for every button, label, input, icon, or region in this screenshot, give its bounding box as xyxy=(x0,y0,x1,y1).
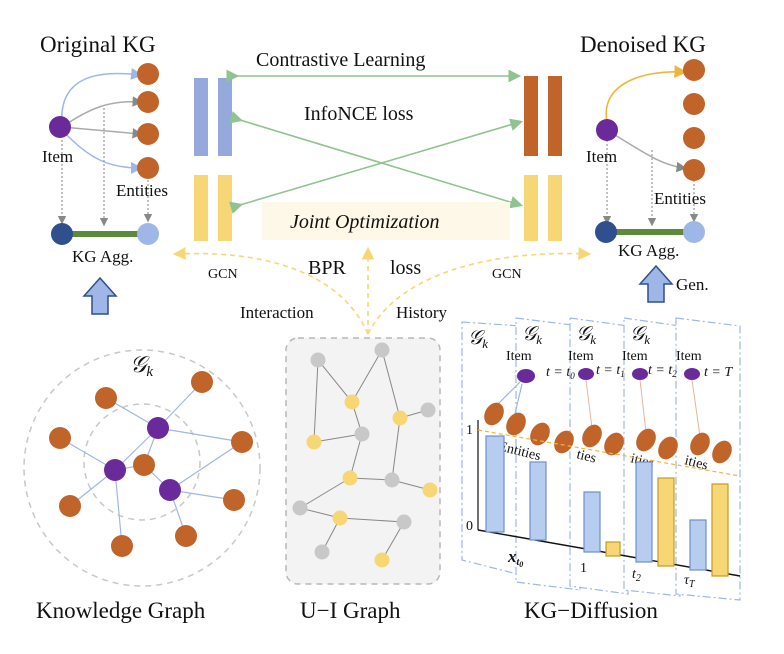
svg-text:t2: t2 xyxy=(632,567,641,584)
svg-text:𝒢k: 𝒢k xyxy=(522,323,542,347)
svg-text:Item: Item xyxy=(568,349,594,364)
up-arrow-icon xyxy=(82,276,118,315)
ui-graph-panel: U−I Graph xyxy=(285,337,441,623)
entity-node xyxy=(137,157,159,179)
entity-node xyxy=(137,63,159,85)
entity-node xyxy=(683,93,705,115)
contrastive-label: Contrastive Learning xyxy=(256,49,425,71)
svg-text:𝒢k: 𝒢k xyxy=(468,327,488,351)
denoised-kg-title: Denoised KG xyxy=(580,32,706,57)
loss-label: loss xyxy=(390,257,421,279)
agg-node xyxy=(683,221,705,243)
entity-node xyxy=(137,123,159,145)
entity-node xyxy=(683,127,705,149)
kg-diffusion-panel: 𝒢k 𝒢k 𝒢k 𝒢k Item Item Item Item t = t0 t… xyxy=(461,317,741,623)
svg-text:t = t1: t = t1 xyxy=(596,363,625,379)
denoised-kg-panel: Denoised KG Item Entities KG Agg. Gen. xyxy=(580,32,709,303)
svg-text:1: 1 xyxy=(466,423,473,438)
original-kg-title: Original KG xyxy=(40,32,156,57)
svg-text:𝒢k: 𝒢k xyxy=(630,323,650,347)
joint-box xyxy=(262,202,510,240)
joint-label: Joint Optimization xyxy=(290,211,439,233)
entity-node xyxy=(137,91,159,113)
item-label: Item xyxy=(42,147,73,166)
svg-text:Item: Item xyxy=(676,349,702,364)
interaction-label: Interaction xyxy=(240,303,314,322)
center-panel: Contrastive Learning InfoNCE loss Joint … xyxy=(172,49,592,335)
svg-text:t = t0: t = t0 xyxy=(546,365,575,381)
item-label: Item xyxy=(586,147,617,166)
history-label: History xyxy=(396,303,448,322)
original-kg-panel: Original KG Item Entities KG Agg. xyxy=(40,32,168,315)
svg-text:Item: Item xyxy=(506,349,532,364)
user-node xyxy=(51,223,73,245)
gcn-left-label: GCN xyxy=(208,267,238,282)
ui-graph-title: U−I Graph xyxy=(300,598,401,623)
kg-diffusion-title: KG−Diffusion xyxy=(524,598,658,623)
svg-text:0: 0 xyxy=(466,519,473,534)
entity-node xyxy=(683,59,705,81)
entities-label: Entities xyxy=(654,189,706,208)
agg-node xyxy=(137,223,159,245)
gen-label: Gen. xyxy=(676,275,709,294)
item-node xyxy=(596,119,618,141)
gcn-right-label: GCN xyxy=(492,267,522,282)
up-arrow-icon xyxy=(638,264,674,303)
svg-text:τT: τT xyxy=(684,573,696,590)
knowledge-graph-title: Knowledge Graph xyxy=(36,598,206,623)
bpr-label: BPR xyxy=(308,257,346,279)
gk-symbol: 𝒢k xyxy=(130,352,153,380)
kg-agg-label: KG Agg. xyxy=(72,247,133,266)
infonce-label: InfoNCE loss xyxy=(304,103,414,125)
kg-agg-label: KG Agg. xyxy=(618,241,679,260)
entity-node xyxy=(683,159,705,181)
svg-text:xt0: xt0 xyxy=(507,547,523,569)
svg-text:𝒢k: 𝒢k xyxy=(576,323,596,347)
svg-text:t = T: t = T xyxy=(704,365,733,380)
svg-text:ities: ities xyxy=(683,453,709,473)
item-node xyxy=(49,116,71,138)
svg-text:Item: Item xyxy=(622,349,648,364)
entities-label: Entities xyxy=(116,181,168,200)
knowledge-graph-panel: 𝒢k Knowledge Graph xyxy=(23,349,261,623)
user-node xyxy=(595,221,617,243)
svg-text:t = t2: t = t2 xyxy=(648,363,677,379)
svg-text:1: 1 xyxy=(580,561,587,576)
svg-text:ties: ties xyxy=(575,447,598,466)
